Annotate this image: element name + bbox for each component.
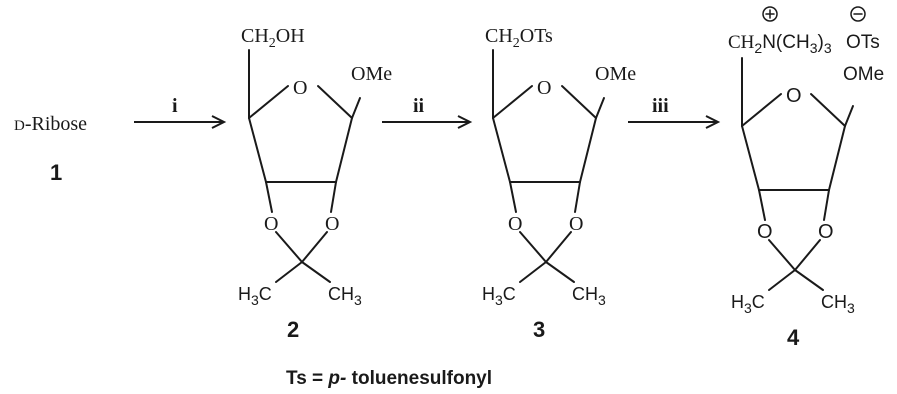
compound-3-top-group: CH2OTs xyxy=(485,25,553,51)
compound-3-acetal-o-left: O xyxy=(508,213,522,235)
compound-4-structure: CH2N(CH3)3 OTs O OMe O O H3C CH3 4 xyxy=(728,6,884,350)
compound-2-structure: CH2OH O OMe O O H3C CH3 2 xyxy=(238,25,392,342)
compound-3-structure: CH2OTs O OMe O O H3C CH3 3 xyxy=(482,25,636,342)
compound-number-4: 4 xyxy=(787,325,800,350)
compound-number-1: 1 xyxy=(50,160,62,185)
compound-number-2: 2 xyxy=(287,317,299,342)
compound-3-methyl-right: CH3 xyxy=(572,284,606,308)
compound-2-acetal-o-right: O xyxy=(325,213,339,235)
arrow-label-iii: iii xyxy=(652,95,669,117)
reaction-arrow-iii: iii xyxy=(628,95,721,129)
start-material: D-Ribose xyxy=(14,113,87,135)
arrow-label-ii: ii xyxy=(413,95,425,117)
compound-2-ring-oxygen: O xyxy=(293,77,307,99)
compound-3-ome: OMe xyxy=(595,63,636,85)
compound-4-methyl-left: H3C xyxy=(731,292,765,316)
compound-3-acetal-o-right: O xyxy=(569,213,583,235)
positive-charge-icon xyxy=(762,6,778,22)
reaction-arrow-ii: ii xyxy=(382,95,473,129)
compound-4-methyl-right: CH3 xyxy=(821,292,855,316)
reaction-arrow-i: i xyxy=(134,95,227,129)
compound-2-methyl-right: CH3 xyxy=(328,284,362,308)
arrow-label-i: i xyxy=(172,95,178,117)
compound-4-acetal-o-left: O xyxy=(757,221,773,243)
negative-charge-icon xyxy=(850,6,866,22)
footnote: Ts = p- toluenesulfonyl xyxy=(286,368,492,389)
compound-3-methyl-left: H3C xyxy=(482,284,516,308)
compound-2-top-group: CH2OH xyxy=(241,25,305,51)
compound-4-ring-oxygen: O xyxy=(786,85,802,107)
compound-4-top-group: CH2N(CH3)3 xyxy=(728,32,832,56)
compound-2-ome: OMe xyxy=(351,63,392,85)
compound-2-methyl-left: H3C xyxy=(238,284,272,308)
compound-4-acetal-o-right: O xyxy=(818,221,834,243)
compound-4-counter-ion: OTs xyxy=(846,32,880,53)
compound-3-ring-oxygen: O xyxy=(537,77,551,99)
compound-2-acetal-o-left: O xyxy=(264,213,278,235)
compound-4-ome: OMe xyxy=(843,64,884,85)
compound-number-3: 3 xyxy=(533,317,545,342)
